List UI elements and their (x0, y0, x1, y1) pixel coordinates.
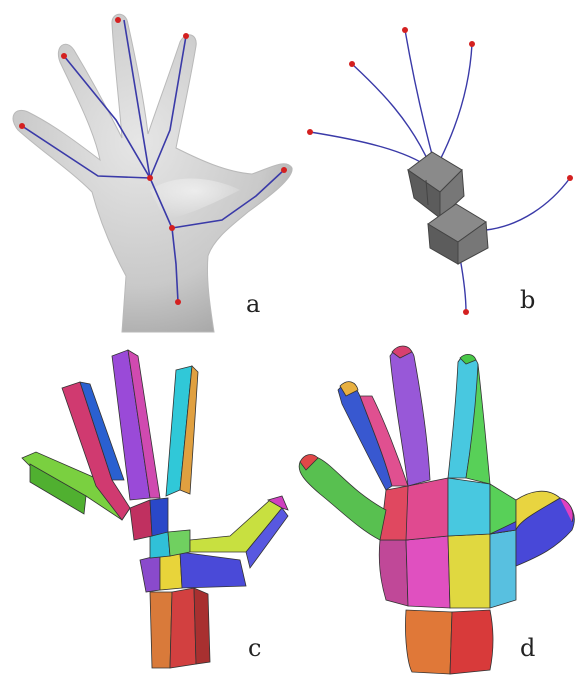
panel-a: a (12, 13, 293, 333)
cube-lower (427, 203, 489, 265)
hand-highlight (150, 178, 240, 220)
forearm-left (149, 591, 173, 669)
panel-label-c: c (248, 634, 261, 662)
panel-d: d (298, 345, 575, 675)
forearm-right-smooth (449, 609, 494, 675)
cube-skeleton-joints (307, 27, 573, 315)
cube-upper (407, 151, 465, 220)
skeleton-joints (19, 17, 287, 305)
cube-skeleton-lines (309, 29, 571, 313)
panel-label-b: b (520, 286, 535, 314)
skeleton-lines (21, 19, 285, 303)
panel-b: b (307, 27, 573, 315)
forearm-right (169, 587, 197, 669)
panel-c: c (21, 349, 289, 669)
panel-label-d: d (520, 634, 535, 662)
forearm-left-smooth (405, 609, 453, 675)
panel-label-a: a (246, 290, 260, 318)
